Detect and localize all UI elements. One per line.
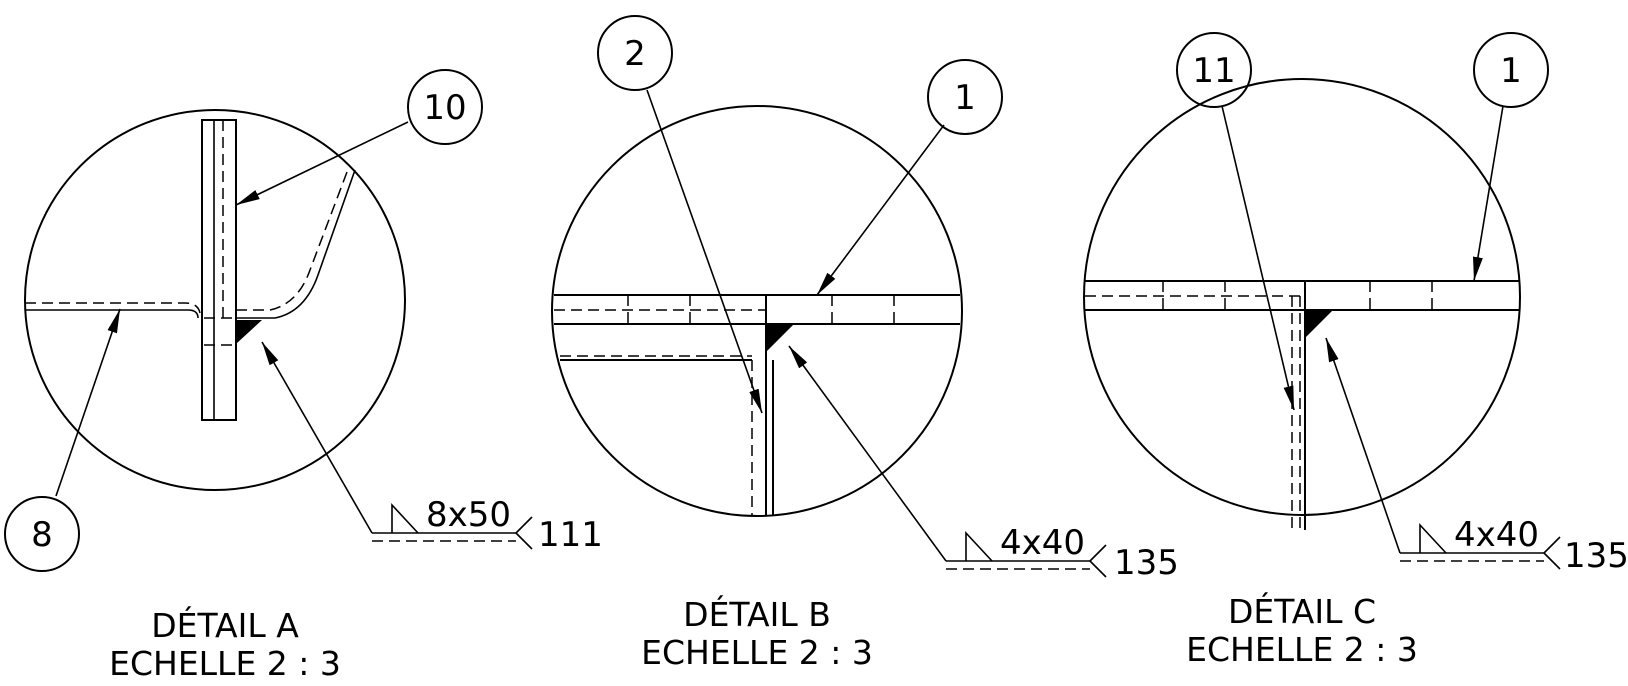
detail-c-circle bbox=[1083, 78, 1521, 516]
detail-a-weld-process: 111 bbox=[538, 515, 603, 555]
detail-a-gusset-hidden bbox=[236, 171, 348, 311]
detail-b-weld-fillet bbox=[767, 325, 793, 351]
detail-b-balloon-1 bbox=[927, 59, 1003, 135]
detail-a-weld-fillet-symbol bbox=[391, 502, 419, 534]
detail-b-leader-1 bbox=[816, 124, 945, 296]
detail-c-balloon-1-label: 1 bbox=[1500, 51, 1522, 91]
detail-c-weld-process: 135 bbox=[1564, 536, 1628, 576]
detail-a: 10 8 8x50 111 DÉTAIL A ECHELLE 2 : 3 bbox=[4, 69, 603, 683]
detail-a-plate-hidden bbox=[25, 302, 201, 314]
detail-a-vertical-member bbox=[201, 119, 237, 421]
detail-a-balloon-8 bbox=[4, 496, 80, 572]
detail-a-title: DÉTAIL A bbox=[151, 605, 299, 645]
detail-b-scale: ECHELLE 2 : 3 bbox=[641, 633, 873, 672]
detail-c-leader-1 bbox=[1472, 105, 1504, 282]
detail-a-balloon-8-label: 8 bbox=[31, 515, 53, 555]
detail-a-balloon-10 bbox=[407, 69, 483, 145]
detail-c-weld-fillet bbox=[1306, 311, 1332, 337]
detail-c-leader-11 bbox=[1221, 105, 1295, 411]
detail-c-weld-tail bbox=[1543, 536, 1561, 570]
detail-a-leader-8 bbox=[55, 308, 121, 497]
detail-b-weld-process: 135 bbox=[1114, 543, 1179, 583]
detail-a-circle bbox=[24, 109, 406, 491]
detail-c-title: DÉTAIL C bbox=[1228, 591, 1376, 631]
detail-b-weld-size: 4x40 bbox=[1000, 523, 1085, 563]
detail-a-leader-10 bbox=[235, 121, 409, 206]
detail-a-weld-arrow-leader bbox=[261, 341, 373, 534]
detail-b-circle bbox=[551, 105, 963, 517]
detail-b-weld-fillet-symbol bbox=[965, 530, 993, 562]
detail-b-weld-tail bbox=[1089, 544, 1107, 578]
detail-b-title: DÉTAIL B bbox=[683, 594, 831, 634]
detail-a-gusset bbox=[236, 169, 356, 319]
detail-c-weld-size: 4x40 bbox=[1454, 515, 1539, 555]
detail-a-weld-tail bbox=[515, 516, 533, 550]
detail-b-balloon-1-label: 1 bbox=[954, 78, 976, 118]
detail-b-balloon-2-label: 2 bbox=[624, 34, 646, 74]
detail-c-balloon-11 bbox=[1176, 32, 1252, 108]
detail-b-weld-arrow-leader bbox=[788, 345, 947, 562]
detail-c: 11 1 4x40 135 DÉTAIL C ECHELLE 2 : 3 bbox=[1083, 32, 1628, 669]
detail-a-scale: ECHELLE 2 : 3 bbox=[109, 644, 341, 683]
detail-b-balloon-2 bbox=[597, 15, 673, 91]
detail-a-balloon-10-label: 10 bbox=[423, 88, 466, 128]
detail-a-weld-size: 8x50 bbox=[426, 495, 511, 535]
detail-a-weld-fillet bbox=[237, 320, 262, 343]
detail-c-balloon-1 bbox=[1473, 32, 1549, 108]
detail-c-balloon-11-label: 11 bbox=[1192, 51, 1235, 91]
detail-c-weld-arrow-leader bbox=[1325, 337, 1401, 554]
detail-a-plate-bend bbox=[187, 309, 199, 319]
detail-b-leader-2 bbox=[646, 89, 763, 414]
detail-c-weld-fillet-symbol bbox=[1419, 522, 1447, 554]
detail-b: 2 1 4x40 135 DÉTAIL B ECHELLE 2 : 3 bbox=[551, 15, 1179, 672]
detail-c-scale: ECHELLE 2 : 3 bbox=[1186, 630, 1418, 669]
